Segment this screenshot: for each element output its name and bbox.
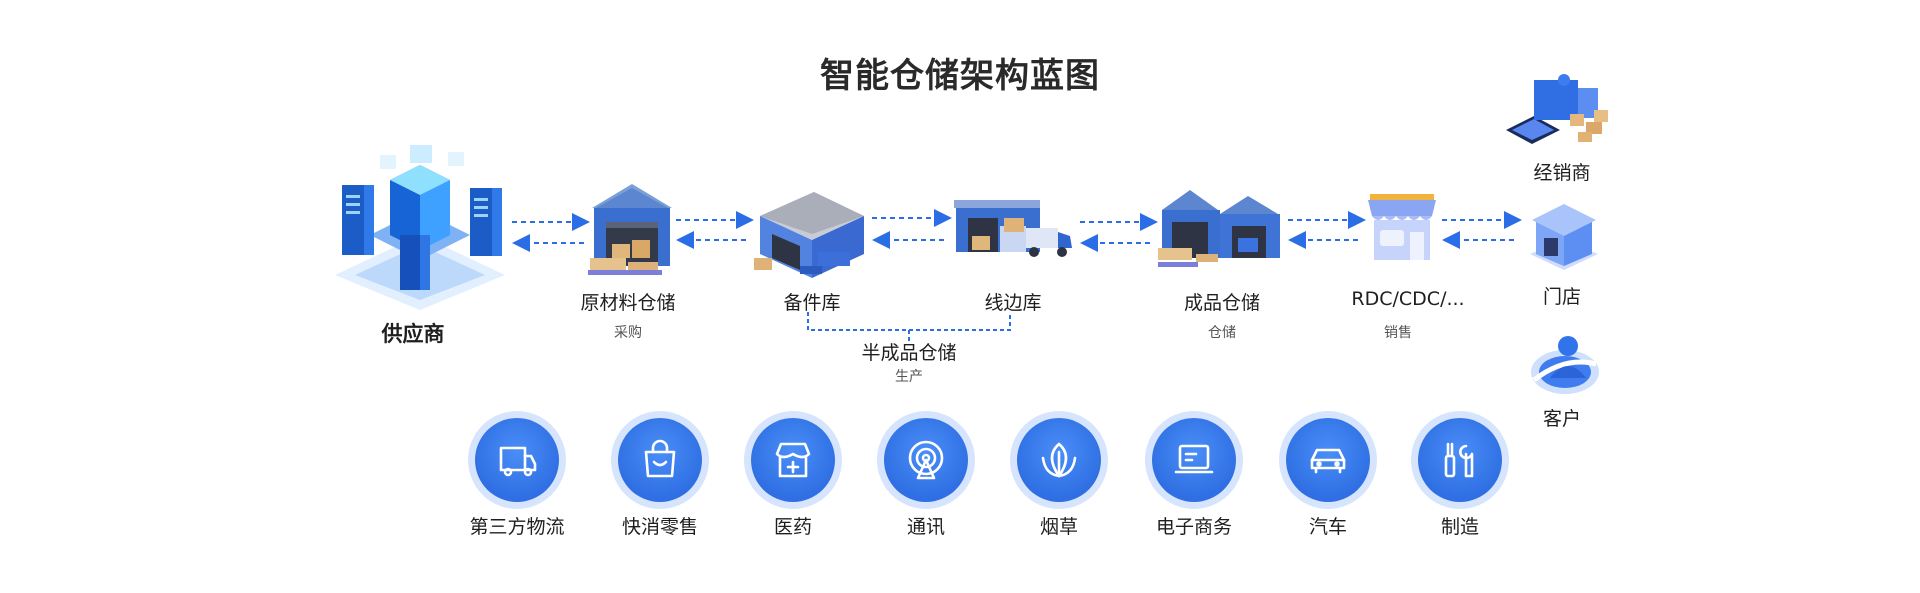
industry-tobacco	[1017, 418, 1101, 502]
supplier-label: 供应商	[381, 322, 445, 346]
signal-tower-icon	[908, 440, 944, 480]
dealer-label: 经销商	[1533, 162, 1591, 184]
raw-warehouse-illustration	[588, 180, 676, 278]
industry-ecommerce	[1152, 418, 1236, 502]
store-illustration	[1526, 200, 1602, 274]
store-label: 门店	[1542, 286, 1582, 308]
spare-warehouse-illustration	[752, 178, 870, 282]
industry-telecom-label: 通讯	[906, 516, 946, 538]
leaf-icon	[1041, 442, 1077, 478]
raw-warehouse-sub: 采购	[614, 325, 642, 341]
finished-warehouse-sub: 仓储	[1208, 325, 1236, 341]
industry-automotive	[1286, 418, 1370, 502]
industry-logistics-label: 第三方物流	[469, 516, 565, 538]
semi-finished-label: 半成品仓储	[861, 342, 957, 364]
car-icon	[1310, 448, 1346, 474]
industry-logistics	[475, 418, 559, 502]
industry-ecommerce-label: 电子商务	[1155, 516, 1233, 538]
shopping-bag-icon	[644, 439, 676, 478]
industry-manufacturing	[1418, 418, 1502, 502]
customer-label: 客户	[1542, 408, 1582, 430]
industry-pharma	[751, 418, 835, 502]
raw-warehouse-label: 原材料仓储	[580, 292, 676, 314]
industry-manufacturing-label: 制造	[1440, 516, 1480, 538]
pharmacy-icon	[775, 442, 811, 478]
truck-icon	[499, 446, 537, 477]
line-warehouse-illustration	[952, 196, 1076, 260]
semi-finished-sub: 生产	[895, 369, 923, 385]
supplier-illustration	[330, 140, 510, 310]
page-title: 智能仓储架构蓝图	[820, 56, 1100, 96]
industry-fmcg-retail	[618, 418, 702, 502]
tools-icon	[1444, 442, 1474, 478]
finished-warehouse-label: 成品仓储	[1183, 292, 1261, 314]
industry-automotive-label: 汽车	[1308, 516, 1348, 538]
spare-warehouse-label: 备件库	[783, 292, 841, 314]
industry-telecom	[884, 418, 968, 502]
rdc-label: RDC/CDC/...	[1351, 288, 1465, 310]
industry-tobacco-label: 烟草	[1039, 516, 1079, 538]
line-warehouse-label: 线边库	[984, 292, 1042, 314]
industry-fmcg-retail-label: 快消零售	[621, 516, 699, 538]
customer-illustration	[1528, 334, 1602, 398]
rdc-store-illustration	[1366, 192, 1438, 264]
industry-pharma-label: 医药	[773, 516, 813, 538]
dealer-illustration	[1504, 70, 1614, 152]
finished-warehouse-illustration	[1158, 184, 1286, 270]
laptop-icon	[1174, 444, 1214, 474]
rdc-sub: 销售	[1384, 325, 1412, 341]
